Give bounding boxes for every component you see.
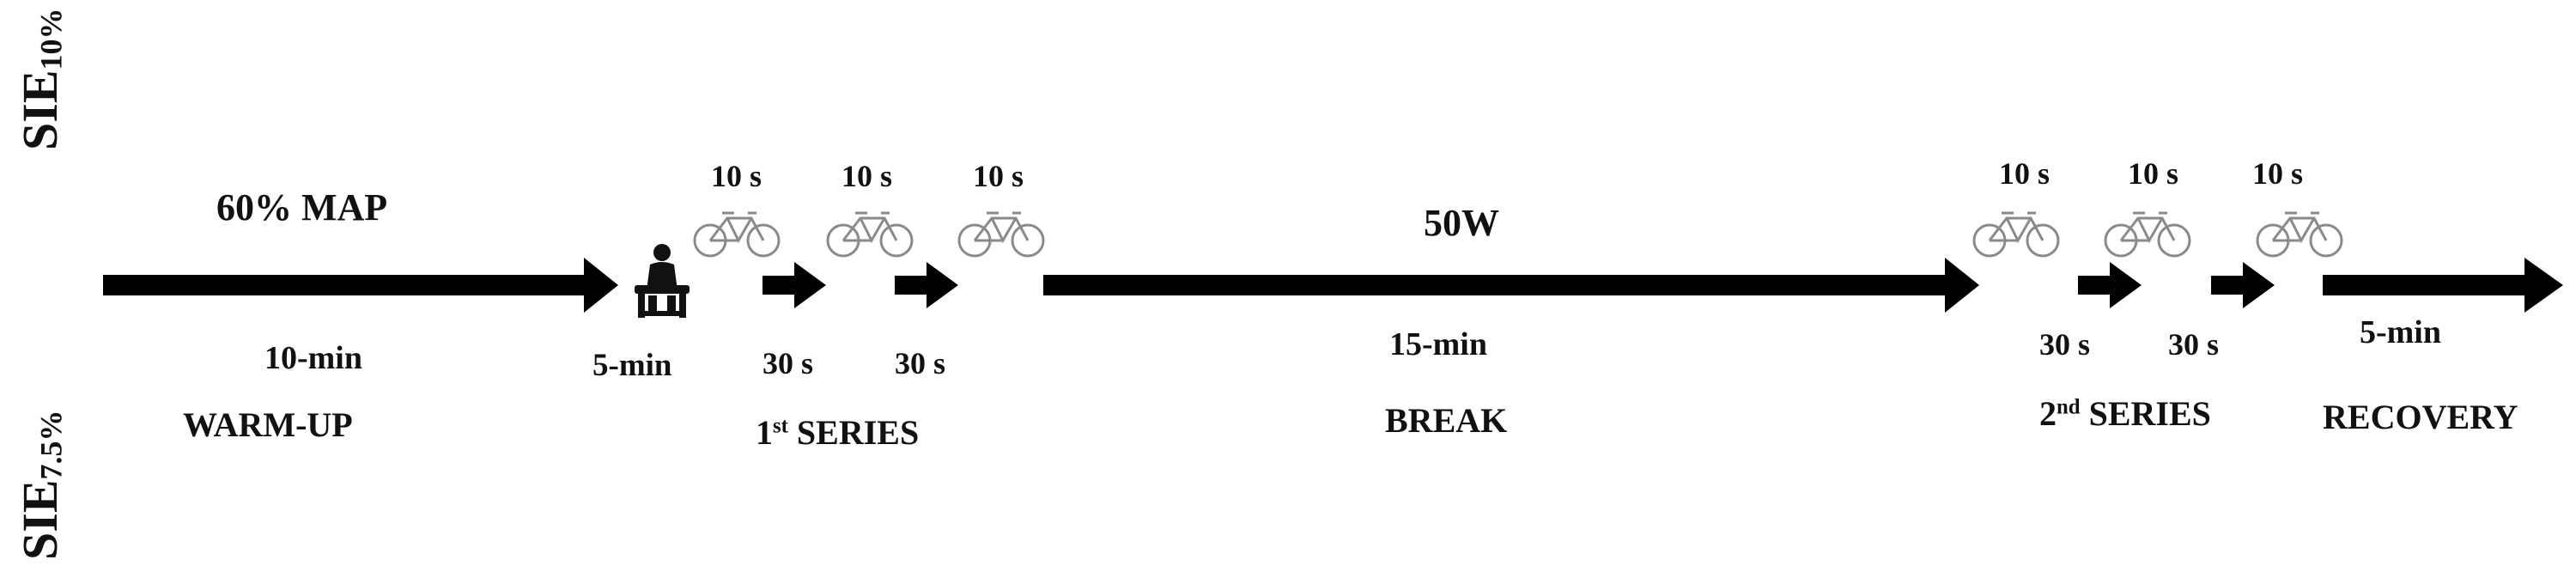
bicycle-icon: [957, 211, 1045, 258]
bicycle-icon: [2104, 211, 2191, 258]
recovery-name: RECOVERY: [2323, 398, 2518, 436]
warmup-duration: 10-min: [264, 340, 362, 376]
series2-name-text: SERIES: [2080, 394, 2211, 433]
break-duration: 15-min: [1389, 326, 1487, 362]
series2-name: 2nd SERIES: [2039, 394, 2211, 433]
series1-sprint-2: 10 s: [841, 159, 893, 193]
sie-7-5-sub: 7.5%: [33, 410, 69, 480]
series1-rest-2: 30 s: [895, 346, 946, 380]
sie-7-5-main: SIE: [12, 479, 68, 560]
recovery-arrow: [2323, 258, 2563, 313]
sie-10-label: SIE10%: [12, 8, 69, 150]
seated-person-icon: [635, 244, 690, 318]
sie-7-5-label: SIE7.5%: [12, 410, 69, 560]
warmup-name: WARM-UP: [183, 405, 353, 444]
recovery-duration: 5-min: [2360, 314, 2441, 350]
series1-rest-arrow-2: [895, 262, 958, 308]
series1-sprint-3: 10 s: [973, 159, 1024, 193]
series1-name: 1st SERIES: [756, 413, 920, 452]
series2-sprint-3: 10 s: [2252, 156, 2304, 191]
series1-sprint-1: 10 s: [711, 159, 762, 193]
series2-name-num: 2: [2039, 394, 2057, 433]
series1-rest-1: 30 s: [762, 346, 814, 380]
bicycle-icon: [2256, 211, 2343, 258]
series2-sprint-2: 10 s: [2128, 156, 2179, 191]
sie-10-main: SIE: [12, 70, 68, 150]
series2-sprint-1: 10 s: [1999, 156, 2050, 191]
series1-name-text: SERIES: [787, 413, 920, 452]
bicycle-icon: [1972, 211, 2060, 258]
bicycle-icon: [693, 211, 781, 258]
series2-name-sup: nd: [2057, 395, 2081, 419]
series2-rest-2: 30 s: [2168, 327, 2220, 362]
series2-rest-1: 30 s: [2039, 327, 2091, 362]
series2-rest-arrow-2: [2211, 262, 2275, 308]
warmup-intensity: 60% MAP: [216, 186, 388, 228]
series1-name-sup: st: [773, 414, 788, 438]
break-name: BREAK: [1385, 401, 1508, 440]
break-intensity: 50W: [1424, 202, 1499, 244]
seated-rest-duration: 5-min: [592, 348, 672, 383]
break-arrow: [1043, 258, 1979, 313]
series2-rest-arrow-1: [2078, 262, 2142, 308]
series1-name-num: 1: [756, 413, 773, 452]
bicycle-icon: [826, 211, 914, 258]
series1-rest-arrow-1: [762, 262, 826, 308]
warmup-arrow: [103, 258, 618, 313]
sie-10-sub: 10%: [33, 8, 69, 70]
